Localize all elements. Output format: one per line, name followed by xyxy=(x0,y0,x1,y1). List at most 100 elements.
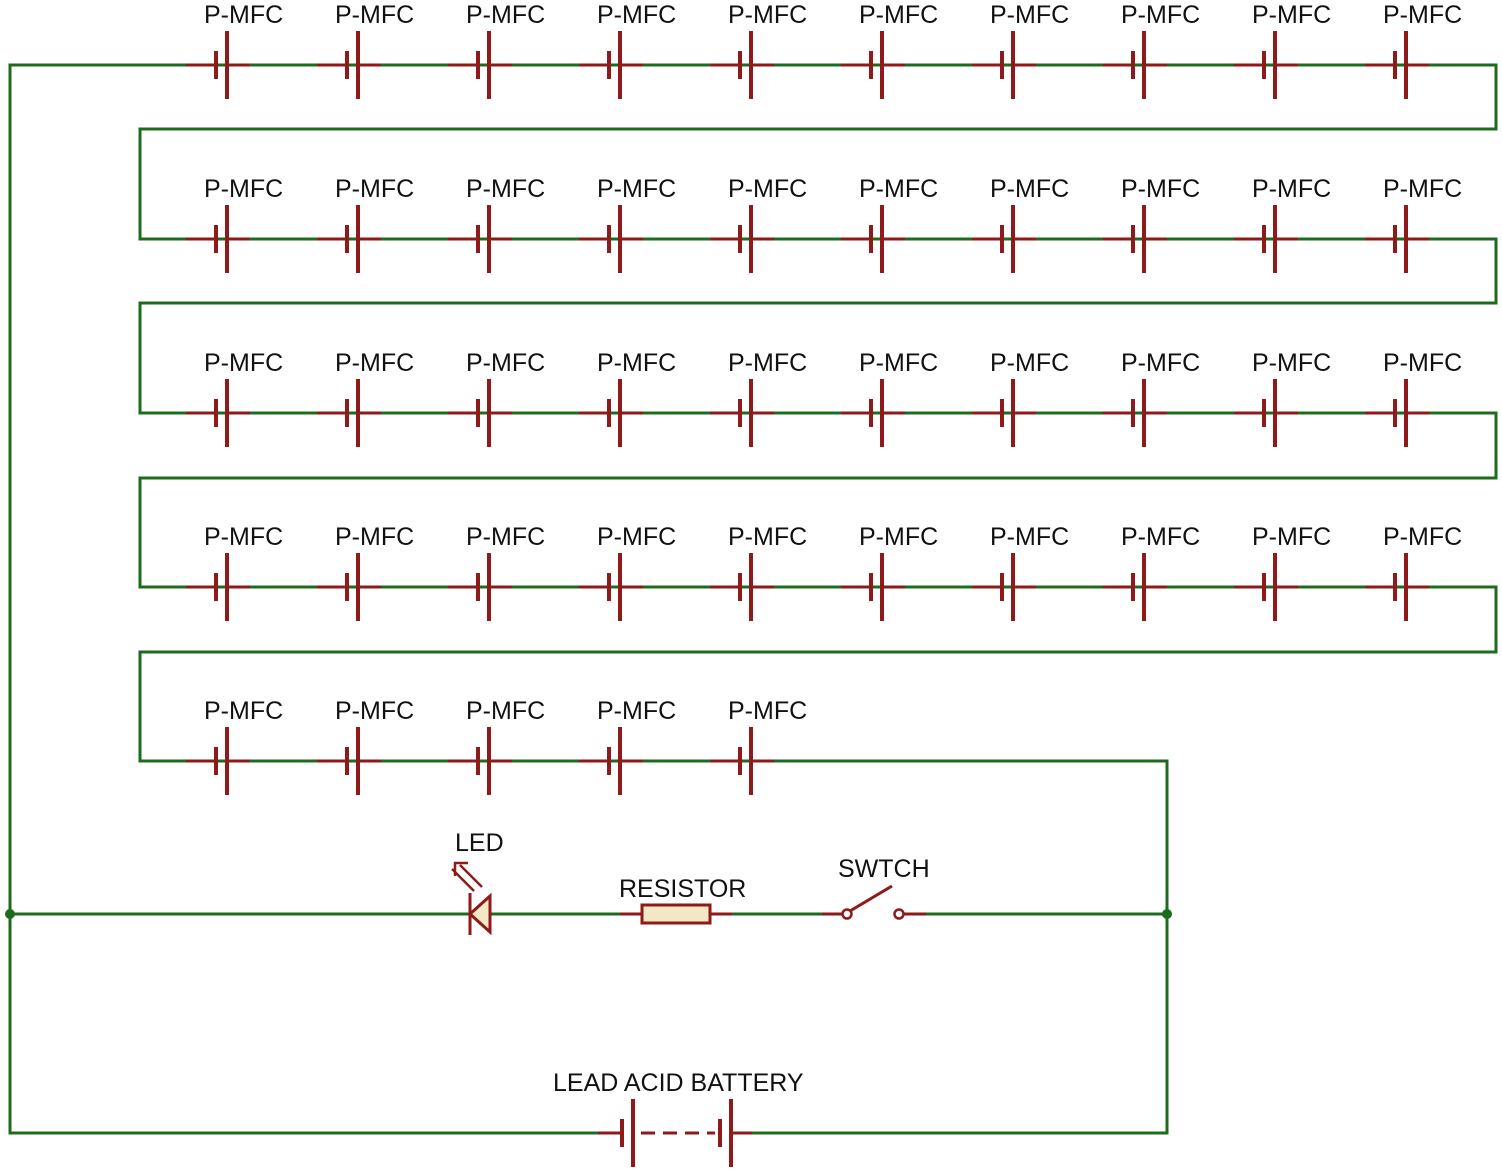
p-mfc-cell: P-MFC xyxy=(448,523,545,621)
p-mfc-label: P-MFC xyxy=(204,523,283,551)
p-mfc-cell: P-MFC xyxy=(579,697,676,795)
p-mfc-cell: P-MFC xyxy=(579,1,676,99)
p-mfc-cell: P-MFC xyxy=(579,175,676,273)
p-mfc-label: P-MFC xyxy=(1252,175,1331,203)
resistor-label: RESISTOR xyxy=(619,875,746,903)
p-mfc-cell: P-MFC xyxy=(710,523,807,621)
p-mfc-cell: P-MFC xyxy=(841,1,938,99)
battery-right-wire xyxy=(752,914,1169,1135)
p-mfc-label: P-MFC xyxy=(990,349,1069,377)
p-mfc-cell: P-MFC xyxy=(317,349,414,447)
p-mfc-label: P-MFC xyxy=(335,1,414,29)
p-mfc-label: P-MFC xyxy=(728,349,807,377)
p-mfc-label: P-MFC xyxy=(1121,523,1200,551)
p-mfc-label: P-MFC xyxy=(597,1,676,29)
p-mfc-label: P-MFC xyxy=(859,1,938,29)
p-mfc-cell: P-MFC xyxy=(710,697,807,795)
p-mfc-label: P-MFC xyxy=(859,523,938,551)
switch: SWTCH xyxy=(822,855,930,920)
junction-right xyxy=(1162,909,1172,919)
p-mfc-cell: P-MFC xyxy=(1365,175,1462,273)
p-mfc-cells: P-MFC P-MFC P-MFC P-MFC P-MFC P-MFC P-MFC P-MFC… xyxy=(186,1,1462,795)
battery-left-wire xyxy=(8,914,598,1135)
p-mfc-cell: P-MFC xyxy=(710,1,807,99)
p-mfc-label: P-MFC xyxy=(204,1,283,29)
p-mfc-cell: P-MFC xyxy=(1365,349,1462,447)
p-mfc-label: P-MFC xyxy=(335,523,414,551)
p-mfc-cell: P-MFC xyxy=(448,175,545,273)
p-mfc-cell: P-MFC xyxy=(1234,523,1331,621)
p-mfc-label: P-MFC xyxy=(1383,175,1462,203)
p-mfc-label: P-MFC xyxy=(859,175,938,203)
p-mfc-cell: P-MFC xyxy=(317,523,414,621)
p-mfc-label: P-MFC xyxy=(1252,1,1331,29)
p-mfc-label: P-MFC xyxy=(990,523,1069,551)
p-mfc-label: P-MFC xyxy=(597,349,676,377)
p-mfc-label: P-MFC xyxy=(1383,349,1462,377)
led-label: LED xyxy=(455,829,504,857)
p-mfc-label: P-MFC xyxy=(728,523,807,551)
p-mfc-label: P-MFC xyxy=(466,523,545,551)
p-mfc-cell: P-MFC xyxy=(710,349,807,447)
p-mfc-cell: P-MFC xyxy=(317,1,414,99)
p-mfc-cell: P-MFC xyxy=(317,697,414,795)
p-mfc-cell: P-MFC xyxy=(710,175,807,273)
lead-acid-battery: LEAD ACID BATTERY xyxy=(553,1069,804,1167)
p-mfc-cell: P-MFC xyxy=(972,175,1069,273)
p-mfc-cell: P-MFC xyxy=(1234,349,1331,447)
wires xyxy=(8,63,1498,1135)
p-mfc-label: P-MFC xyxy=(597,175,676,203)
resistor: RESISTOR xyxy=(619,875,746,925)
p-mfc-label: P-MFC xyxy=(1252,523,1331,551)
p-mfc-label: P-MFC xyxy=(466,175,545,203)
p-mfc-label: P-MFC xyxy=(597,697,676,725)
p-mfc-cell: P-MFC xyxy=(186,175,283,273)
battery-label: LEAD ACID BATTERY xyxy=(553,1069,804,1097)
p-mfc-label: P-MFC xyxy=(466,697,545,725)
p-mfc-cell: P-MFC xyxy=(579,349,676,447)
p-mfc-label: P-MFC xyxy=(1121,1,1200,29)
switch-label: SWTCH xyxy=(838,855,930,883)
p-mfc-cell: P-MFC xyxy=(448,1,545,99)
p-mfc-label: P-MFC xyxy=(597,523,676,551)
p-mfc-cell: P-MFC xyxy=(1234,1,1331,99)
p-mfc-label: P-MFC xyxy=(335,349,414,377)
p-mfc-cell: P-MFC xyxy=(841,523,938,621)
p-mfc-label: P-MFC xyxy=(728,697,807,725)
series-wire xyxy=(8,63,1498,914)
p-mfc-label: P-MFC xyxy=(859,349,938,377)
p-mfc-cell: P-MFC xyxy=(972,349,1069,447)
p-mfc-label: P-MFC xyxy=(1383,523,1462,551)
led: LED xyxy=(451,829,504,936)
p-mfc-cell: P-MFC xyxy=(972,1,1069,99)
p-mfc-cell: P-MFC xyxy=(841,349,938,447)
p-mfc-label: P-MFC xyxy=(1121,349,1200,377)
p-mfc-cell: P-MFC xyxy=(317,175,414,273)
p-mfc-cell: P-MFC xyxy=(1103,175,1200,273)
p-mfc-cell: P-MFC xyxy=(972,523,1069,621)
p-mfc-cell: P-MFC xyxy=(1103,349,1200,447)
p-mfc-cell: P-MFC xyxy=(1365,523,1462,621)
p-mfc-cell: P-MFC xyxy=(448,349,545,447)
p-mfc-label: P-MFC xyxy=(204,697,283,725)
p-mfc-label: P-MFC xyxy=(466,349,545,377)
p-mfc-cell: P-MFC xyxy=(448,697,545,795)
p-mfc-label: P-MFC xyxy=(1252,349,1331,377)
p-mfc-cell: P-MFC xyxy=(186,1,283,99)
p-mfc-cell: P-MFC xyxy=(186,697,283,795)
p-mfc-label: P-MFC xyxy=(466,1,545,29)
p-mfc-label: P-MFC xyxy=(335,697,414,725)
p-mfc-label: P-MFC xyxy=(990,175,1069,203)
p-mfc-label: P-MFC xyxy=(1383,1,1462,29)
p-mfc-cell: P-MFC xyxy=(841,175,938,273)
p-mfc-cell: P-MFC xyxy=(1365,1,1462,99)
p-mfc-cell: P-MFC xyxy=(1103,523,1200,621)
p-mfc-cell: P-MFC xyxy=(1234,175,1331,273)
p-mfc-label: P-MFC xyxy=(335,175,414,203)
p-mfc-cell: P-MFC xyxy=(186,349,283,447)
p-mfc-label: P-MFC xyxy=(204,349,283,377)
p-mfc-label: P-MFC xyxy=(728,1,807,29)
p-mfc-cell: P-MFC xyxy=(186,523,283,621)
p-mfc-label: P-MFC xyxy=(204,175,283,203)
